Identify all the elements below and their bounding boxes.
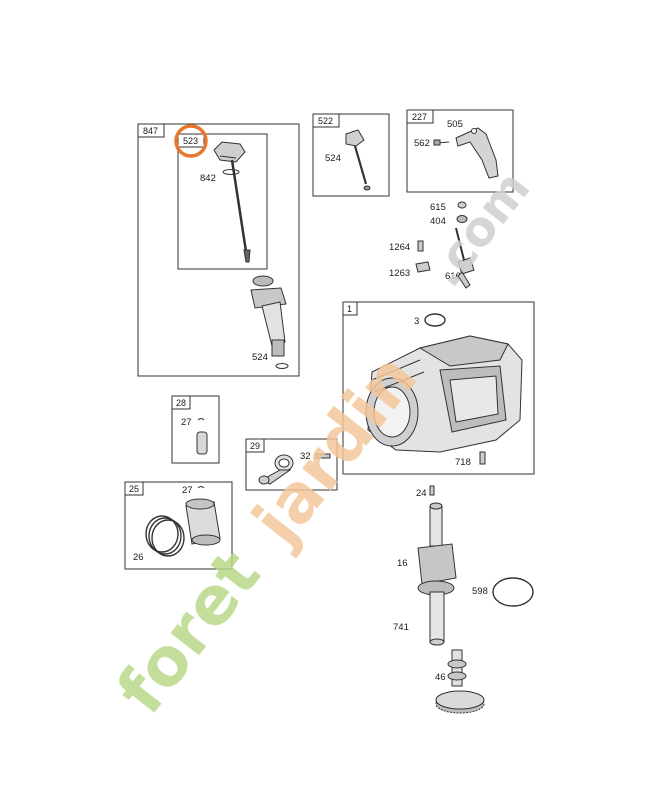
highlight-circle <box>174 124 208 158</box>
part-label-842: 842 <box>200 173 216 184</box>
key-24-icon <box>429 485 435 496</box>
governor-parts-icon <box>455 201 475 275</box>
dipstick-cap-icon <box>345 129 371 191</box>
box-1: 1 <box>342 301 535 475</box>
piston-rings-icon <box>145 515 185 557</box>
svg-text:.com: .com <box>417 161 541 298</box>
part-label-404: 404 <box>430 216 446 227</box>
part-label-616: 616 <box>445 271 461 282</box>
piston-icon <box>185 498 221 546</box>
box-29: 29 <box>245 438 338 491</box>
crankcase-icon <box>365 335 523 453</box>
part-label-718: 718 <box>455 457 471 468</box>
pin-718-icon <box>479 451 486 465</box>
part-label-615: 615 <box>430 202 446 213</box>
box-label-523: 523 <box>183 136 198 146</box>
box-847: 847 <box>137 123 300 377</box>
box-label-227: 227 <box>412 112 427 122</box>
part-label-27-lower: 27 <box>182 485 193 496</box>
box-label-847: 847 <box>143 126 158 136</box>
seal-598-icon <box>492 577 534 607</box>
clip-1263-icon <box>415 261 431 273</box>
box-label-522: 522 <box>318 116 333 126</box>
box-227: 227 <box>406 109 514 193</box>
box-28: 28 <box>171 395 220 464</box>
svg-text:foret: foret <box>102 536 275 728</box>
crankshaft-icon <box>417 502 457 646</box>
box-label-1: 1 <box>347 304 352 314</box>
camshaft-icon <box>435 649 485 714</box>
box-523: 523 <box>174 124 268 270</box>
part-label-3: 3 <box>414 316 419 327</box>
connecting-rod-icon <box>258 454 294 485</box>
dipstick-icon <box>213 141 251 263</box>
box-25: 25 <box>124 481 233 570</box>
piston-pin-icon <box>196 418 208 455</box>
box-label-25: 25 <box>129 484 139 494</box>
breather-bracket-icon <box>433 127 499 179</box>
part-label-598: 598 <box>472 586 488 597</box>
box-522: 522 <box>312 113 390 197</box>
box-label-29: 29 <box>250 441 260 451</box>
part-label-32: 32 <box>300 451 311 462</box>
part-label-1264: 1264 <box>389 242 410 253</box>
part-label-16: 16 <box>397 558 408 569</box>
part-label-24: 24 <box>416 488 427 499</box>
box-label-28: 28 <box>176 398 186 408</box>
part-label-524-upper: 524 <box>325 153 341 164</box>
part-label-1263: 1263 <box>389 268 410 279</box>
part-label-46: 46 <box>435 672 446 683</box>
screw-1264-icon <box>417 240 424 252</box>
part-label-26: 26 <box>133 552 144 563</box>
dipstick-tube-icon <box>250 275 289 369</box>
part-label-562: 562 <box>414 138 430 149</box>
part-label-27-upper: 27 <box>181 417 192 428</box>
seal-3-icon <box>424 313 446 327</box>
part-label-741: 741 <box>393 622 409 633</box>
part-label-505: 505 <box>447 119 463 130</box>
part-label-524-lower: 524 <box>252 352 268 363</box>
rod-616-icon <box>457 271 471 289</box>
clip-27-icon <box>197 486 205 489</box>
rod-bolt-icon <box>315 453 331 459</box>
